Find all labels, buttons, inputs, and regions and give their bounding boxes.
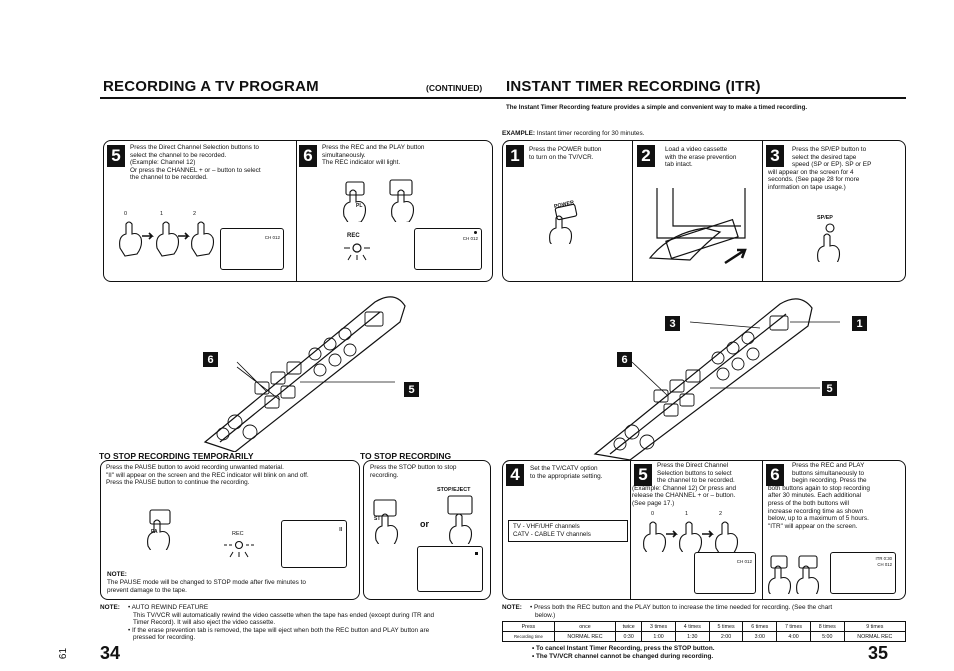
itr-step-6-text: Press the REC and PLAY buttons simultane… — [768, 462, 870, 530]
itr-step-3-badge: 3 — [766, 145, 784, 167]
remote-left-label-5: 5 — [404, 382, 419, 397]
example-line: EXAMPLE: Instant timer recording for 30 … — [502, 130, 644, 138]
page-number-right: 35 — [868, 643, 889, 663]
stop-temporarily-title: TO STOP RECORDING TEMPORARILY — [99, 451, 254, 461]
example-label: EXAMPLE: — [502, 130, 536, 137]
right-divider-3 — [630, 461, 631, 599]
digit-0: 0 — [124, 211, 128, 217]
finger-spep-icon — [817, 223, 841, 262]
tv-screen-stop — [417, 546, 483, 592]
spep-label: SP/EP — [817, 215, 833, 221]
remote-control-left-icon — [203, 296, 406, 452]
stop-eject-label: STOP/EJECT — [437, 487, 471, 493]
left-note-label: NOTE: — [100, 604, 120, 611]
remote-right-label-1: 1 — [852, 316, 867, 331]
tv-screen-step6: CH 012 — [414, 228, 482, 270]
remote-control-right-icon — [593, 298, 840, 461]
pl-label: PL — [356, 203, 363, 209]
itr-step-5-badge: 5 — [634, 464, 652, 486]
left-page-title: RECORDING A TV PROGRAM — [103, 78, 319, 95]
itr-step-2-badge: 2 — [637, 145, 655, 167]
itr-digit-0: 0 — [651, 511, 655, 517]
itr-step-4-badge: 4 — [506, 464, 524, 486]
continued-label: (CONTINUED) — [426, 83, 483, 93]
digit-2: 2 — [193, 211, 197, 217]
right-divider-2 — [762, 141, 763, 281]
pause-note-text: The PAUSE mode will be changed to STOP m… — [107, 579, 306, 594]
right-page-title: INSTANT TIMER RECORDING (ITR) — [506, 78, 761, 95]
left-steps-divider — [296, 141, 297, 281]
step-5-badge: 5 — [107, 145, 125, 167]
rec-label-pause: REC — [232, 531, 244, 537]
step-6-badge: 6 — [299, 145, 317, 167]
finger-power-icon — [549, 204, 578, 244]
finger-pause-icon — [147, 509, 171, 550]
itr-step-1-badge: 1 — [506, 145, 524, 167]
itr-subtitle: The Instant Timer Recording feature prov… — [506, 104, 808, 111]
finger-itr-channel-icon — [643, 521, 739, 552]
st-label: ST — [374, 516, 381, 522]
digit-1: 1 — [160, 211, 164, 217]
rec-label-step6: REC — [347, 233, 360, 239]
tv-screen-itr-step5: CH 012 — [694, 552, 756, 594]
or-label: or — [420, 519, 429, 529]
header-rule — [100, 97, 906, 99]
cassette-insert-icon — [648, 188, 747, 265]
remote-right-label-5: 5 — [822, 381, 837, 396]
stop-recording-title: TO STOP RECORDING — [360, 451, 452, 461]
remote-right-label-3: 3 — [665, 316, 680, 331]
right-note-text: • Press both the REC button and the PLAY… — [530, 604, 833, 619]
stop-temporarily-text: Press the PAUSE button to avoid recordin… — [106, 464, 309, 487]
itr-digit-1: 1 — [685, 511, 689, 517]
finger-press-channel-icon — [119, 221, 215, 257]
right-divider-1 — [632, 141, 633, 281]
rec-blink-icon — [224, 540, 254, 558]
rec-indicator-icon — [344, 243, 370, 261]
tv-screen-step5: CH 012 — [220, 228, 284, 270]
itr-step-3-text: Press the SP/EP button to select the des… — [768, 146, 872, 191]
right-divider-4 — [762, 461, 763, 599]
catv-option: CATV - CABLE TV channels — [513, 531, 591, 538]
remote-left-label-6: 6 — [203, 352, 218, 367]
itr-step-5-text: Press the Direct Channel Selection butto… — [632, 462, 737, 507]
margin-mark: 61 — [58, 647, 70, 660]
remote-right-label-6: 6 — [617, 352, 632, 367]
right-note-bullets: • To cancel Instant Timer Recording, pre… — [532, 645, 715, 660]
finger-itr-rec-play-icon — [768, 555, 820, 594]
itr-digit-2: 2 — [719, 511, 723, 517]
left-step-5-text: Press the Direct Channel Selection butto… — [130, 144, 261, 182]
page-number-left: 34 — [100, 643, 121, 663]
example-text: Instant timer recording for 30 minutes. — [536, 130, 645, 137]
finger-stop-icon — [373, 495, 473, 544]
finger-rec-play-icon — [343, 179, 415, 222]
tv-option: TV - VHF/UHF channels — [513, 523, 580, 530]
itr-step-6-badge: 6 — [766, 464, 784, 486]
tv-screen-pause: II — [281, 520, 347, 568]
left-note-text: • AUTO REWIND FEATURE This TV/VCR will a… — [128, 604, 435, 642]
right-note-label: NOTE: — [502, 604, 522, 611]
tv-screen-itr-step6: ITR 0:30 CH 012 — [830, 552, 896, 594]
pause-note-label: NOTE: — [107, 571, 127, 578]
tv-catv-table: TV - VHF/UHF channels CATV - CABLE TV ch… — [508, 520, 628, 542]
pa-label: PA — [151, 529, 158, 535]
